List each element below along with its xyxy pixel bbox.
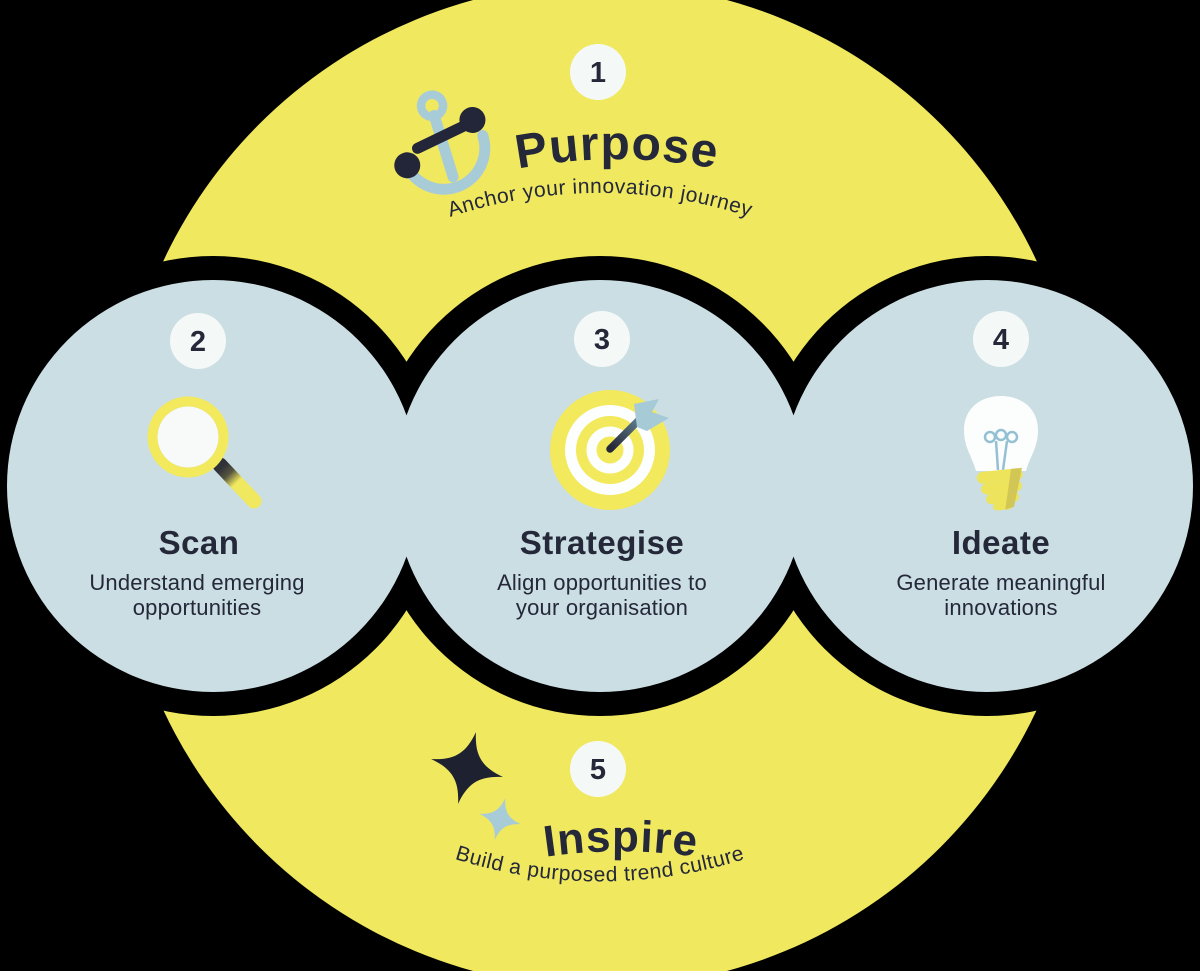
bulb-filament xyxy=(983,428,1019,471)
step-2-title: Scan xyxy=(159,524,240,561)
step-4-title: Ideate xyxy=(952,524,1050,561)
bulb-glass xyxy=(964,396,1038,471)
bulb-base xyxy=(976,467,1023,511)
step-1-number: 1 xyxy=(590,57,606,89)
step-4-badge xyxy=(973,311,1029,367)
step-1-badge xyxy=(570,44,626,100)
anchor-icon xyxy=(394,90,491,195)
step-5-number: 5 xyxy=(590,754,606,786)
step-3-number: 3 xyxy=(594,324,610,356)
dart-target-icon xyxy=(550,390,670,510)
step-4-subtitle-line1: Generate meaningful xyxy=(896,570,1105,595)
step-4-subtitle-line2: innovations xyxy=(944,595,1058,620)
step-3-title: Strategise xyxy=(520,524,685,561)
step-3-subtitle-line1: Align opportunities to xyxy=(497,570,707,595)
step-3-strategise: 3 Strategise Align opportunities to your… xyxy=(497,311,707,620)
step-2-subtitle-line1: Understand emerging xyxy=(89,570,304,595)
step-2-number: 2 xyxy=(190,326,206,358)
step-5-badge xyxy=(570,741,626,797)
scan-circle xyxy=(7,280,419,692)
step-3-subtitle-line2: your organisation xyxy=(516,595,688,620)
step-2-subtitle-line2: opportunities xyxy=(133,595,262,620)
dart-fins xyxy=(634,399,669,431)
lightbulb-icon xyxy=(964,396,1038,511)
step-4-number: 4 xyxy=(993,324,1009,356)
magnifying-glass-icon xyxy=(147,396,262,509)
step-5-title: Inspire xyxy=(540,812,701,866)
step-2-scan: 2 Scan Understand emerging opportunities xyxy=(89,313,304,620)
step-4-ideate: 4 Ideate Generate meaningful innovations xyxy=(896,311,1105,620)
step-2-badge xyxy=(170,313,226,369)
step-3-badge xyxy=(574,311,630,367)
